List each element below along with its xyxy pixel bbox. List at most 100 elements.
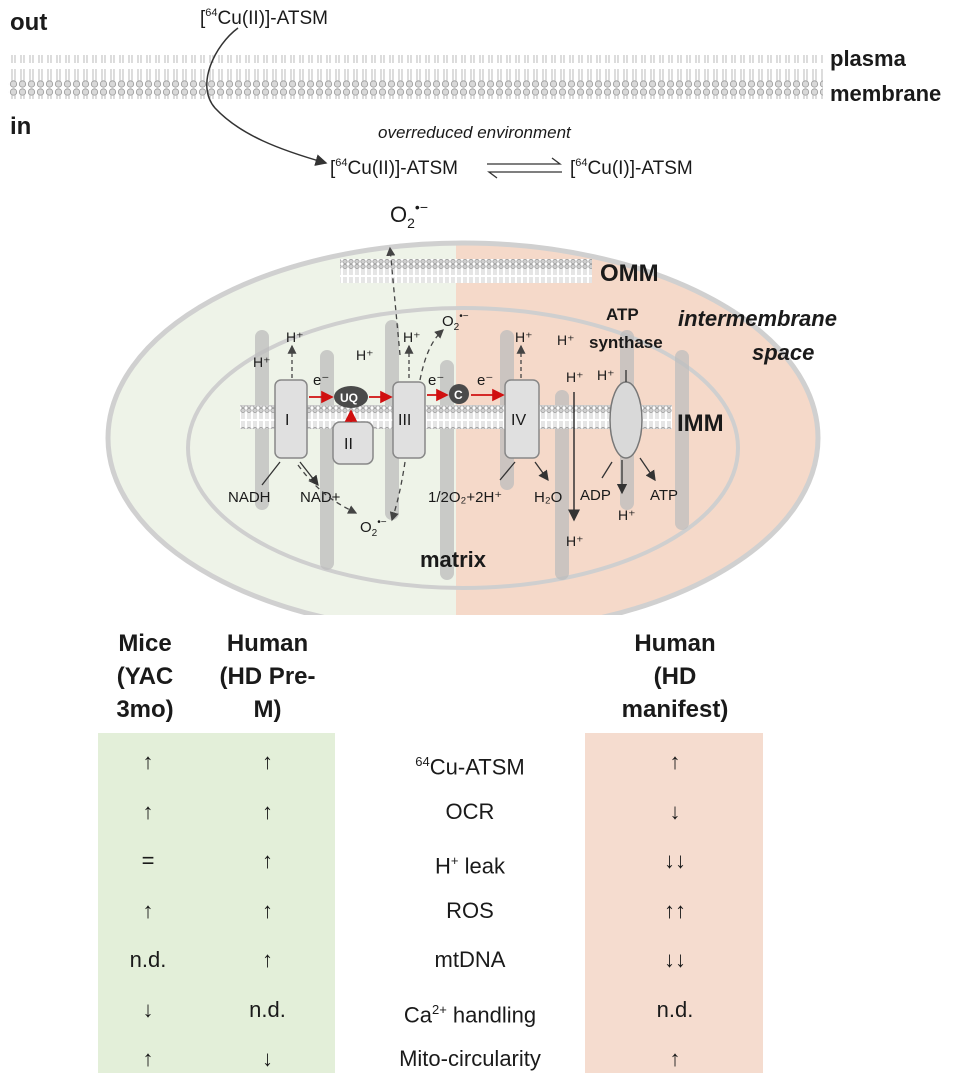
atp-synthase-label-1: ATP — [606, 305, 639, 324]
matrix-label: matrix — [420, 547, 487, 572]
cell-human-pre: ↑ — [262, 947, 273, 972]
cell-measure: mtDNA — [350, 935, 590, 985]
proton-label-6: H⁺ — [557, 332, 575, 348]
water-label: H₂O — [534, 489, 562, 506]
proton-label-3: H⁺ — [403, 329, 421, 345]
top-compound-label: [64Cu(II)]-ATSM — [200, 7, 328, 29]
cell-human-pre: ↑ — [262, 897, 273, 923]
cell-human-manifest: ↑ — [669, 749, 681, 774]
cell-mice: ↑ — [142, 1046, 154, 1071]
cell-human-manifest: ↑↑ — [664, 897, 686, 923]
superoxide-top: O2•− — [390, 199, 428, 231]
cell-human-pre: ↓ — [262, 1046, 273, 1071]
proton-label-8: H⁺ — [597, 367, 615, 383]
plasma-membrane — [8, 55, 823, 99]
complex-iii — [392, 381, 426, 459]
in-label: in — [10, 113, 31, 140]
cytochrome-c — [449, 384, 469, 404]
header-mice-line1: Mice — [118, 630, 172, 657]
cell-mice: ↓ — [142, 996, 154, 1022]
header-pre-line2: (HD Pre- — [219, 663, 316, 690]
cu1-compound-label: [64Cu(I)]-ATSM — [570, 157, 693, 179]
synthase-proton-label: H⁺ — [618, 507, 636, 523]
atp-label: ATP — [650, 487, 678, 504]
cell-human-pre: ↑ — [262, 848, 273, 873]
measure-prefix: H — [435, 853, 451, 879]
proton-leak-label: H⁺ — [566, 533, 584, 549]
complex-i — [274, 379, 308, 459]
mitochondria-diagram: out in plasma membrane [64Cu(II)]-ATSM o… — [8, 7, 941, 615]
equilibrium-forward-arrow — [487, 157, 562, 165]
omm-label: OMM — [600, 260, 659, 287]
cell-measure: OCR — [350, 787, 590, 837]
omm-strip — [340, 259, 592, 283]
electron-label-3: e⁻ — [477, 372, 493, 389]
atp-synthase — [609, 381, 643, 459]
cell-mice: n.d. — [129, 947, 167, 972]
adp-line — [601, 461, 613, 479]
proton-label-2: H⁺ — [253, 354, 271, 370]
environment-label: overreduced environment — [378, 123, 572, 142]
cell-human-manifest: ↓↓ — [664, 848, 686, 873]
intermembrane-label-2: space — [752, 340, 814, 365]
superoxide-matrix-arrow-2 — [389, 461, 406, 522]
outer-membrane-ellipse — [105, 240, 821, 615]
measure-superscript: 2+ — [431, 1001, 447, 1017]
electron-label-1: e⁻ — [313, 372, 329, 389]
cell-human-manifest: ↑ — [669, 1046, 681, 1071]
proton-label-4: H⁺ — [356, 347, 374, 363]
nad-label: NAD+ — [300, 489, 341, 506]
cell-human-manifest: ↓ — [669, 798, 681, 824]
header-mice-line3: 3mo) — [116, 696, 174, 723]
imm-strip — [240, 405, 672, 429]
nadh-label: NADH — [228, 489, 271, 506]
right-panel-bg — [585, 733, 763, 1073]
measure-superscript: + — [450, 853, 459, 868]
proton-label-1: H⁺ — [286, 329, 304, 345]
equilibrium-reverse-arrow — [487, 171, 562, 179]
cell-human-manifest: ↓↓ — [664, 947, 686, 972]
superoxide-ims: O2•− — [442, 311, 469, 333]
cell-mice: ↑ — [142, 749, 154, 774]
oxygen-line — [499, 461, 516, 481]
atp-synthase-label-2: synthase — [589, 333, 663, 352]
uq-label: UQ — [340, 391, 358, 405]
inner-membrane-ellipse — [186, 306, 740, 590]
cell-measure: H+ leak — [350, 836, 590, 886]
measure-prefix: Ca — [403, 1001, 432, 1027]
cell-mice: ↑ — [142, 897, 154, 923]
header-mice-line2: (YAC — [116, 663, 174, 690]
measure-label: OCR — [445, 798, 495, 824]
imm-label: IMM — [677, 410, 724, 437]
cell-human-pre: ↑ — [262, 798, 273, 824]
proton-label-5: H⁺ — [515, 329, 533, 345]
complex-ii-label: II — [344, 436, 353, 453]
header-manifest-line3: manifest) — [621, 696, 729, 723]
cu2-compound-label: [64Cu(II)]-ATSM — [330, 157, 458, 179]
left-panel-bg — [98, 733, 335, 1073]
cell-measure: Ca2+ handling — [350, 985, 590, 1035]
plasma-label-2: membrane — [830, 81, 941, 106]
nad-arrow — [299, 461, 319, 487]
header-pre-line3: M) — [253, 696, 282, 723]
measure-label: ROS — [446, 897, 494, 923]
header-pre-line1: Human — [226, 630, 309, 657]
intermembrane-label-1: intermembrane — [678, 306, 837, 331]
header-manifest-line1: Human — [634, 630, 716, 657]
measure-label: handling — [446, 1001, 537, 1027]
header-human-manifest: Human (HD manifest) — [605, 627, 745, 726]
complex-iii-label: III — [398, 412, 411, 429]
cell-mice: = — [141, 848, 155, 873]
header-human-pre: Human (HD Pre- M) — [200, 627, 335, 726]
measure-label: Mito-circularity — [399, 1046, 541, 1071]
complex-iv-label: IV — [511, 412, 526, 429]
water-arrow — [534, 461, 549, 482]
complex-ii — [332, 421, 374, 465]
header-mice: Mice (YAC 3mo) — [85, 627, 205, 726]
measure-label: mtDNA — [434, 947, 506, 972]
atp-arrow — [639, 457, 656, 482]
complex-iv — [504, 379, 540, 459]
cell-human-pre: n.d. — [249, 996, 286, 1022]
cell-measure: ROS — [350, 886, 590, 936]
uptake-arrow — [206, 27, 328, 166]
